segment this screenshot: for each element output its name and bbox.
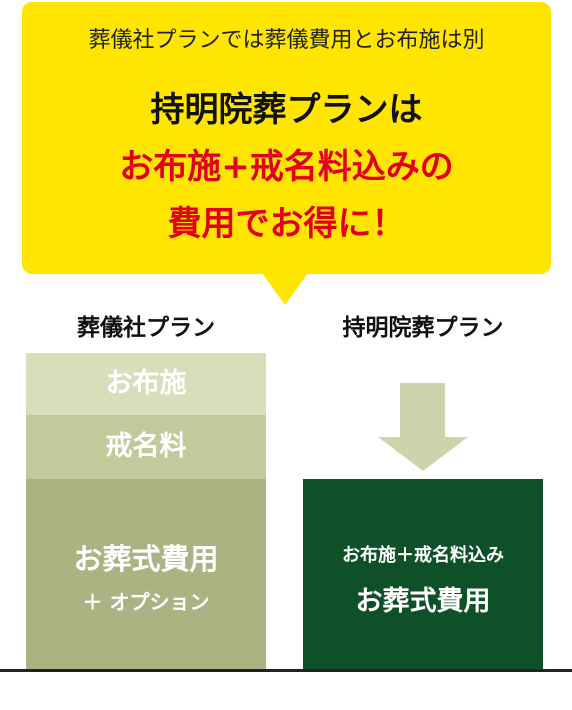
left-plan-title: 葬儀社プラン xyxy=(77,315,215,341)
segment-funeral-label: お葬式費用 xyxy=(73,542,219,576)
callout-line-3: お布施+戒名料込みの xyxy=(119,147,454,187)
callout-line-1: 葬儀社プランでは葬儀費用とお布施は別 xyxy=(88,28,485,53)
segment-ofuse: お布施 xyxy=(26,353,266,415)
jimyoin-plan-box: お布施＋戒名料込み お葬式費用 xyxy=(303,479,543,669)
segment-funeral-sub-label: ＋ オプション xyxy=(82,590,210,614)
baseline-divider xyxy=(0,669,572,672)
callout-line-4: 費用でお得に！ xyxy=(167,204,406,244)
down-arrow-icon xyxy=(378,437,468,471)
down-arrow-shaft xyxy=(400,383,445,437)
callout-tail xyxy=(262,273,308,305)
segment-kaimyo: 戒名料 xyxy=(26,415,266,479)
jimyoin-plan-funeral-label: お葬式費用 xyxy=(355,586,491,617)
jimyoin-plan-included-label: お布施＋戒名料込み xyxy=(342,545,504,566)
segment-funeral: お葬式費用 ＋ オプション xyxy=(26,479,266,669)
callout-line-2: 持明院葬プランは xyxy=(150,90,423,130)
callout-bubble xyxy=(22,2,551,274)
right-plan-title: 持明院葬プラン xyxy=(342,315,504,341)
